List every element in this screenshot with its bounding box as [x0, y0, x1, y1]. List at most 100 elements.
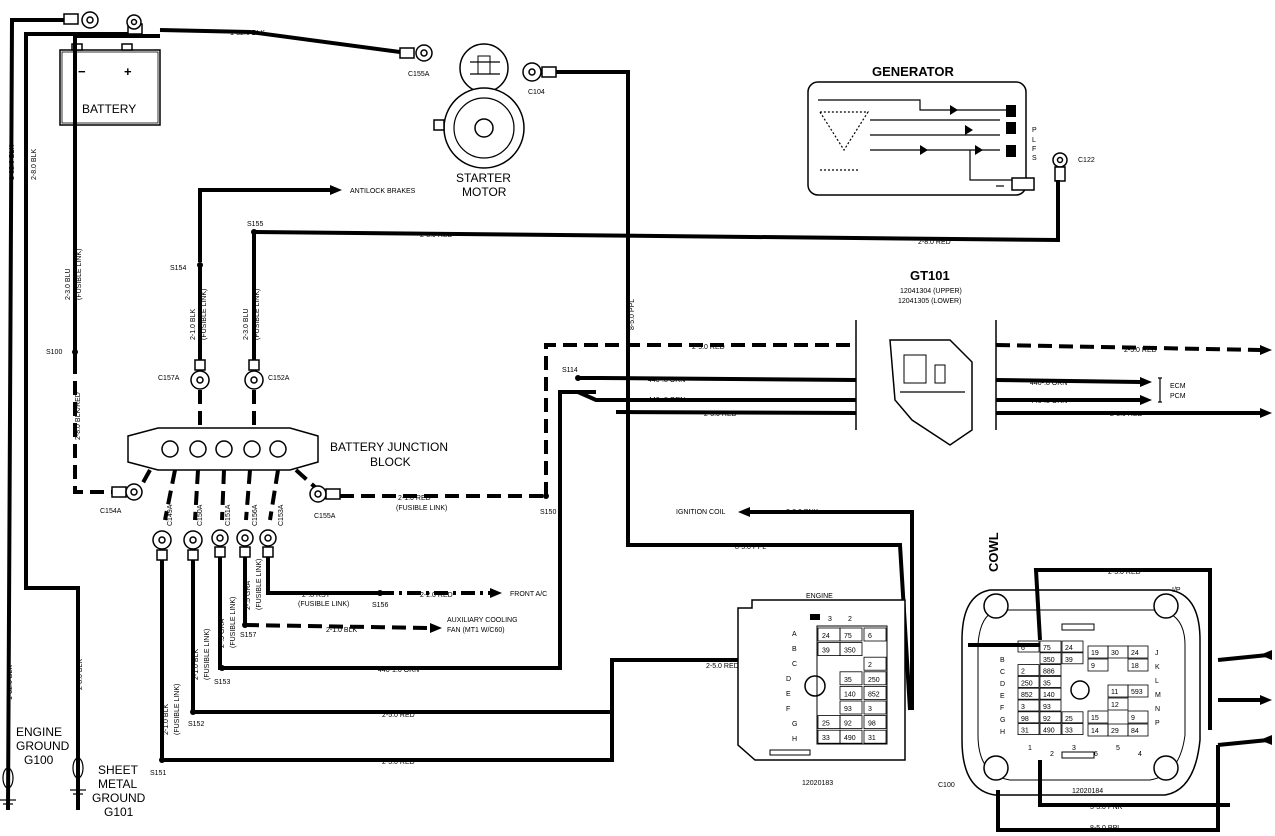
generator-label: GENERATOR [872, 64, 954, 79]
destination-aux-fan: FAN (MT1 W/C60) [447, 627, 505, 634]
battery-minus: − [78, 64, 86, 79]
destination-front-ac: FRONT A/C [510, 591, 547, 598]
destination-ignition-coil: IGNITION COIL [676, 509, 726, 516]
connector-label: C153A [278, 504, 285, 526]
wire-label: 8-5.0 PPL [735, 544, 766, 551]
splice-label: S153 [214, 679, 230, 686]
ip-pin-cell: 93 [1043, 704, 1051, 711]
ring-terminal-icon [190, 359, 210, 390]
engine-row-label: E [786, 691, 791, 698]
ip-pin-cell-box [1061, 711, 1084, 724]
engine-pin-cell: 31 [868, 735, 876, 742]
starter-motor [433, 43, 525, 169]
splice-label: S155 [247, 221, 263, 228]
ip-pin-cell-box [1017, 664, 1040, 676]
engine-pin-top: 2 [848, 616, 852, 623]
engine-ground-icon [0, 767, 16, 809]
wire-label: 2-.8 RST [302, 592, 331, 599]
ip-pin-cell: 6 [1021, 645, 1025, 652]
engine-row-label: F [786, 706, 790, 713]
wire-label: 1-32.0 BLK [7, 665, 14, 700]
connector-label: C152A [268, 375, 290, 382]
ip-pin-cell: 92 [1043, 716, 1051, 723]
engine-pin-cell-box [863, 671, 887, 686]
wire-label: 2-.5 GRA [219, 618, 226, 648]
ip-pin-cell-box [1127, 723, 1149, 737]
wire-label: 1-32.0 BLK [230, 30, 265, 37]
ip-pin-cell: 9 [1091, 663, 1095, 670]
ip-pin-cell-box [1017, 723, 1040, 735]
engine-row-label: B [792, 646, 797, 653]
c100-label: C100 [938, 782, 955, 789]
ip-bottom-label: 5 [1116, 745, 1120, 752]
wire-label: 2-1.0 BLK [193, 649, 200, 680]
sheet-ground-label: GROUND [92, 791, 146, 805]
wire-label: 2-1.0 BLK [326, 627, 357, 634]
engine-pin-cell-box [839, 729, 863, 744]
connector-label: C155A [314, 513, 336, 520]
ip-pin-cell: 250 [1021, 680, 1033, 687]
ip-pin-cell-box [1061, 723, 1084, 735]
starter-label: MOTOR [462, 185, 507, 199]
ip-pin-cell-box [1061, 640, 1084, 653]
engine-pin-cell-box [863, 715, 887, 729]
ip-pin-cell: 35 [1043, 680, 1051, 687]
ip-pin-cell-box [1087, 658, 1109, 672]
wire-label: 2-5.0 RED [382, 712, 415, 719]
wire-label: 440-.8 ORN [1030, 398, 1067, 405]
ip-bottom-label: 4 [1138, 751, 1142, 758]
connector-label: C150A [197, 504, 204, 526]
splice-label: S100 [46, 349, 62, 356]
ip-pin-cell: 98 [1021, 716, 1029, 723]
ip-connector [961, 589, 1201, 796]
connector-label: C155A [408, 71, 430, 78]
destination-aux-fan: AUXILIARY COOLING [447, 617, 518, 624]
ip-pin-cell: 18 [1131, 663, 1139, 670]
ip-pin-cell-box [1017, 711, 1040, 724]
wire-label: (FUSIBLE LINK) [230, 597, 237, 648]
splice-label: S151 [150, 770, 166, 777]
ip-bottom-label: 3 [1072, 745, 1076, 752]
wire-label: (FUSIBLE LINK) [254, 289, 261, 340]
engine-pin-cell-box [863, 729, 887, 744]
engine-pin-cell: 39 [822, 648, 830, 655]
engine-pin-cell-box [839, 715, 863, 729]
ip-pin-cell: 15 [1091, 715, 1099, 722]
ip-pin-cell: 75 [1043, 645, 1051, 652]
ip-pin-cell: 31 [1021, 728, 1029, 735]
ip-pin-cell-box [1039, 652, 1062, 665]
sheet-ground-label: SHEET [98, 763, 139, 777]
ip-row-label: P [1155, 720, 1160, 727]
wire-label: 2-3.0 BLU [243, 308, 250, 340]
wire-label: 3-3.0 PNK [786, 509, 819, 516]
gt101-pn: 12041305 (LOWER) [898, 298, 961, 305]
engine-ground-label: GROUND [16, 739, 70, 753]
ip-pin-cell-box [1039, 664, 1062, 676]
bjb-label: BLOCK [370, 455, 411, 469]
engine-pin-cell: 140 [844, 691, 856, 698]
ip-bottom-label: 2 [1050, 751, 1054, 758]
engine-connector [737, 599, 906, 761]
sheet-metal-ground-icon [70, 757, 86, 799]
ip-pin-cell: 30 [1111, 650, 1119, 657]
wire-label: 2-8.0 RED [918, 239, 951, 246]
wire-label: (FUSIBLE LINK) [298, 601, 349, 608]
ip-row-label: L [1155, 678, 1159, 685]
engine-pin-cell-box [863, 686, 887, 700]
sheet-ground-label: METAL [98, 777, 137, 791]
ip-pin-cell: 39 [1065, 657, 1073, 664]
ip-part-number: 12020184 [1072, 788, 1103, 795]
engine-pin-top: 3 [828, 616, 832, 623]
wire-label: 2-8.0 BLK/RED [75, 392, 82, 440]
ip-pin-cell-box [1107, 697, 1129, 711]
wire-label: 3-3.0 PNK [1090, 804, 1123, 811]
ip-row-label: B [1000, 657, 1005, 664]
engine-row-label: D [786, 676, 791, 683]
ring-terminal-icon [211, 529, 229, 558]
ip-pin-cell-box [1039, 699, 1062, 712]
ring-terminal-icon [111, 483, 143, 501]
